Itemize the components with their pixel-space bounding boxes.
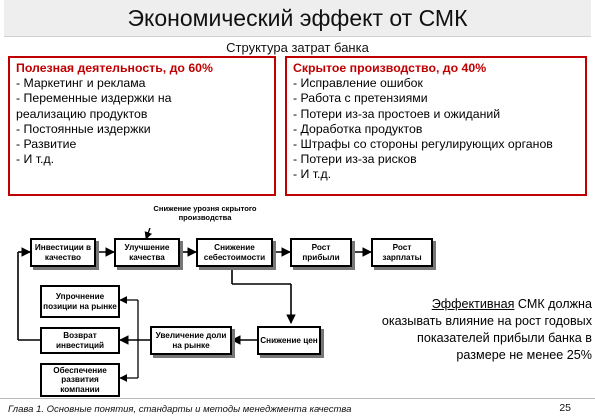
hidden-production-heading: Скрытое производство, до 40% bbox=[293, 61, 487, 75]
node-market-share: Увеличение доли на рынке bbox=[150, 326, 232, 355]
node-investment-return: Возврат инвестиций bbox=[40, 327, 120, 354]
hidden-item: - Потери из-за рисков bbox=[293, 152, 417, 167]
hidden-item: - Исправление ошибок bbox=[293, 76, 423, 91]
page-title: Экономический эффект от СМК bbox=[4, 0, 591, 37]
useful-item: - Маркетинг и реклама bbox=[16, 76, 146, 91]
page-number: 25 bbox=[559, 402, 571, 414]
useful-item: реализацию продуктов bbox=[16, 106, 148, 121]
hidden-item: - Штрафы со стороны регулирующих органов bbox=[293, 137, 553, 152]
hidden-item: - И т.д. bbox=[293, 167, 332, 182]
useful-activity-box: Полезная деятельность, до 60% - Маркетин… bbox=[8, 56, 276, 196]
useful-item: - Переменные издержки на bbox=[16, 91, 172, 106]
hidden-production-box: Скрытое производство, до 40% - Исправлен… bbox=[285, 56, 587, 196]
node-market-position: Упрочнение позиции на рынке bbox=[40, 285, 120, 318]
node-investments: Инвестиции в качество bbox=[30, 238, 96, 267]
hidden-item: - Потери из-за простоев и ожиданий bbox=[293, 106, 501, 121]
useful-item: - Развитие bbox=[16, 137, 77, 152]
conclusion-rest: СМК должна оказывать влияние на рост год… bbox=[381, 297, 592, 362]
footer-divider bbox=[0, 398, 595, 399]
conclusion-text: Эффективная СМК должна оказывать влияние… bbox=[378, 296, 592, 364]
useful-item: - И т.д. bbox=[16, 152, 55, 167]
conclusion-underlined: Эффективная bbox=[431, 297, 515, 311]
useful-item: - Постоянные издержки bbox=[16, 121, 151, 136]
hidden-item: - Доработка продуктов bbox=[293, 121, 423, 136]
node-salary-growth: Рост зарплаты bbox=[371, 238, 433, 267]
callout-pointer bbox=[144, 227, 153, 240]
node-company-development: Обеспечение развития компании bbox=[40, 363, 120, 397]
node-quality-improvement: Улучшение качества bbox=[114, 238, 180, 267]
node-cost-reduction: Снижение себестоимости bbox=[196, 238, 273, 267]
node-profit-growth: Рост прибыли bbox=[290, 238, 352, 267]
diagram-subtitle: Структура затрат банка bbox=[226, 40, 369, 55]
useful-activity-heading: Полезная деятельность, до 60% bbox=[16, 61, 213, 75]
node-price-reduction: Снижение цен bbox=[257, 326, 321, 355]
hidden-item: - Работа с претензиями bbox=[293, 91, 428, 106]
callout-hidden-production-reduction: Снижение урозня скрытого производства bbox=[153, 204, 257, 222]
footer-chapter: Глава 1. Основные понятия, стандарты и м… bbox=[8, 404, 352, 415]
